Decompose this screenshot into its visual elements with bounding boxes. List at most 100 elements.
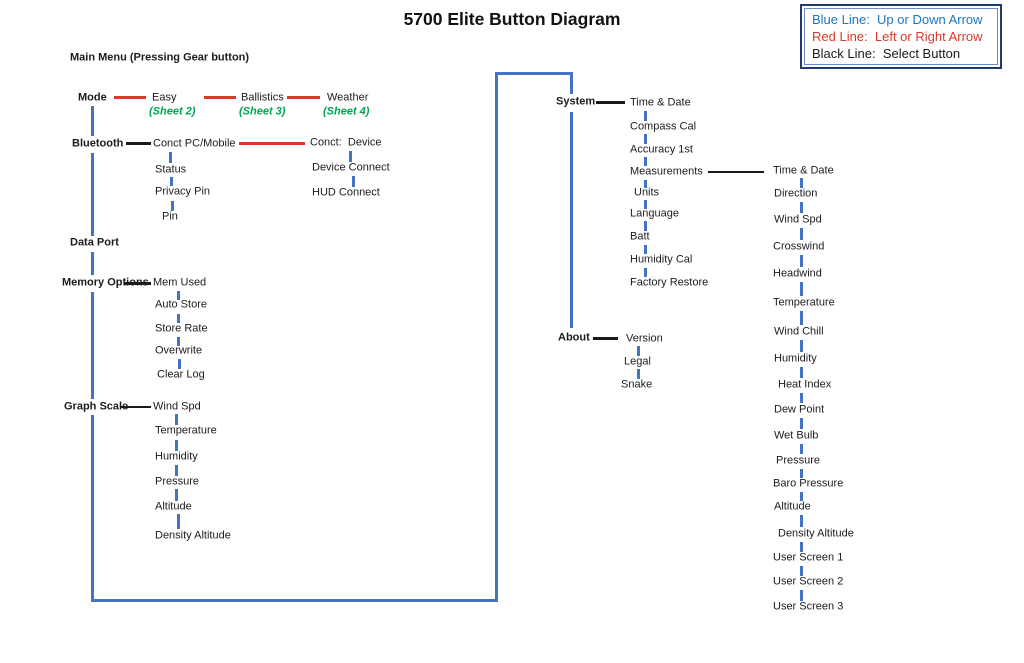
menu-node-graph-scale: Graph Scale	[64, 400, 129, 413]
blue-line-temperature-windchill	[800, 311, 803, 325]
menu-node-sys-units: Units	[634, 186, 660, 199]
menu-node-gs-altitude: Altitude	[155, 500, 192, 513]
blue-line-userscreen2-userscreen3	[800, 590, 803, 601]
black-line-system-to-timedate	[596, 101, 625, 104]
menu-node-about-version: Version	[626, 332, 663, 345]
red-line-ballistics-to-weather	[287, 96, 320, 99]
menu-node-sys-factory-restore: Factory Restore	[630, 276, 709, 289]
menu-node-mode-ballistics: Ballistics	[241, 91, 284, 104]
menu-node-about: About	[558, 331, 590, 344]
menu-node-mode-weather-sheet-4: (Sheet 4)	[323, 105, 370, 118]
menu-node-meas-heat-index: Heat Index	[778, 378, 832, 391]
blue-line-dataport-to-memopts	[91, 252, 94, 275]
menu-node-meas-crosswind: Crosswind	[773, 240, 825, 253]
legend-blue-line: Blue Line: Up or Down Arrow	[812, 12, 983, 27]
menu-node-meas-user-screen-2: User Screen 2	[773, 575, 844, 588]
blue-line-legal-snake	[637, 369, 640, 379]
blue-line-deviceconnect-hudconnect	[352, 176, 355, 187]
menu-node-about-snake: Snake	[621, 378, 653, 391]
legend-red-line: Red Line: Left or Right Arrow	[812, 29, 983, 44]
legend-black-line: Black Line: Select Button	[812, 46, 961, 61]
blue-line-windspd-temperature	[175, 414, 178, 425]
menu-node-meas-baro-pressure: Baro Pressure	[773, 477, 844, 490]
menu-node-sys-time-date: Time & Date	[630, 96, 691, 109]
menu-node-sys-humidity-cal: Humidity Cal	[630, 253, 693, 266]
menu-node-bt-status: Status	[155, 163, 187, 176]
menu-node-clear-log: Clear Log	[157, 368, 205, 381]
menu-node-sys-accuracy-1st: Accuracy 1st	[630, 143, 693, 156]
menu-node-hud-connect: HUD Connect	[312, 186, 380, 199]
menu-node-meas-headwind: Headwind	[773, 267, 822, 280]
blue-line-status-privacypin	[170, 177, 173, 186]
blue-line-language-batt	[644, 221, 647, 231]
blue-line-altitude-densityalt	[177, 514, 180, 529]
menu-node-meas-wind-spd: Wind Spd	[774, 213, 822, 226]
menu-node-meas-temperature: Temperature	[773, 296, 835, 309]
red-line-easy-to-ballistics	[204, 96, 236, 99]
menu-node-sys-language: Language	[630, 207, 679, 220]
menu-node-bluetooth: Bluetooth	[72, 137, 124, 150]
menu-node-gs-temperature: Temperature	[155, 424, 217, 437]
blue-line-humidity-heatindex	[800, 367, 803, 378]
blue-line-batt-humiditycal	[644, 245, 647, 254]
red-line-conctpc-to-conctdevice	[239, 142, 305, 145]
menu-node-mode-easy: Easy	[152, 91, 177, 104]
blue-line-system-to-about	[570, 112, 573, 328]
menu-node-gs-humidity: Humidity	[155, 450, 198, 463]
menu-node-main-menu-label: Main Menu (Pressing Gear button)	[70, 51, 250, 64]
blue-line-right-vertical	[495, 72, 498, 602]
menu-node-store-rate: Store Rate	[155, 322, 208, 335]
blue-line-mtimedate-direction	[800, 178, 803, 188]
blue-line-storerate-overwrite	[177, 337, 180, 346]
blue-line-heatindex-dewpoint	[800, 393, 803, 403]
page-title: 5700 Elite Button Diagram	[403, 9, 621, 29]
menu-node-memory-options: Memory Options	[62, 276, 149, 289]
menu-node-about-legal: Legal	[624, 355, 651, 368]
menu-node-meas-pressure: Pressure	[776, 454, 821, 467]
blue-line-version-legal	[637, 346, 640, 356]
menu-node-meas-humidity: Humidity	[774, 352, 817, 365]
black-line-memopts-to-memused	[124, 282, 151, 285]
blue-line-dewpoint-wetbulb	[800, 418, 803, 429]
blue-line-stem-to-system	[570, 74, 573, 94]
menu-node-auto-store: Auto Store	[155, 298, 207, 311]
menu-node-gs-density-altitude: Density Altitude	[155, 529, 231, 542]
blue-line-crosswind-headwind	[800, 255, 803, 267]
menu-node-mode: Mode	[78, 91, 107, 104]
blue-line-memopts-to-graphscale	[91, 292, 94, 399]
black-line-about-to-version	[593, 337, 618, 340]
blue-line-measurements-units	[644, 180, 647, 188]
menu-node-meas-direction: Direction	[774, 187, 818, 200]
menu-node-mode-weather: Weather	[327, 91, 369, 104]
menu-node-meas-dew-point: Dew Point	[774, 403, 825, 416]
menu-node-sys-compass-cal: Compass Cal	[630, 120, 697, 133]
menu-node-mem-used: Mem Used	[153, 276, 207, 289]
blue-line-altitude-densityaltitude	[800, 515, 803, 527]
blue-line-bottom-horizontal	[91, 599, 498, 602]
red-line-mode-to-easy	[114, 96, 146, 99]
menu-node-meas-user-screen-1: User Screen 1	[773, 551, 844, 564]
menu-node-sys-measurements: Measurements	[630, 165, 703, 178]
blue-line-graphscale-to-bottom	[91, 415, 94, 601]
blue-line-pressure-baropressure	[800, 469, 803, 478]
blue-line-mode-to-bluetooth	[91, 106, 94, 136]
menu-node-meas-density-altitude: Density Altitude	[778, 527, 854, 540]
blue-line-wetbulb-pressure	[800, 444, 803, 454]
menu-node-gs-wind-spd: Wind Spd	[153, 400, 201, 413]
blue-line-direction-windspd	[800, 202, 803, 213]
blue-line-bluetooth-to-dataport	[91, 153, 94, 236]
menu-node-conct-device: Conct: Device	[310, 136, 382, 149]
menu-node-mode-easy-sheet-2: (Sheet 2)	[149, 105, 196, 118]
black-line-bluetooth-to-conctpc	[126, 142, 151, 145]
black-line-measurements-to-timedate	[708, 171, 764, 173]
menu-node-meas-user-screen-3: User Screen 3	[773, 600, 844, 613]
blue-line-humidity-pressure	[175, 465, 178, 476]
black-line-graphscale-to-windspd	[120, 406, 151, 408]
blue-line-windchill-humidity	[800, 340, 803, 352]
blue-line-autostore-storerate	[177, 314, 180, 323]
blue-line-windspd-crosswind	[800, 228, 803, 240]
blue-line-compasscal-accuracy1st	[644, 134, 647, 144]
blue-line-pressure-altitude	[175, 489, 178, 501]
